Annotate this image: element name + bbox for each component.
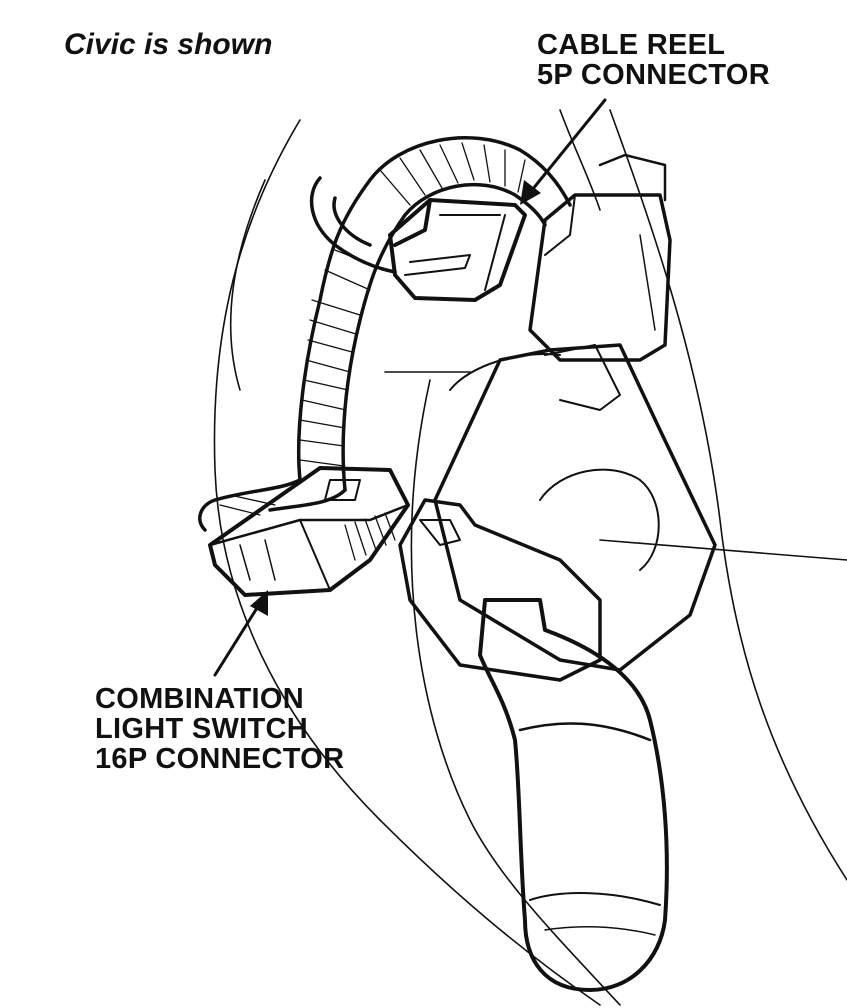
cable-reel-arrowhead (520, 180, 541, 205)
switch-housing (433, 343, 717, 672)
combination-switch-label-line-1: COMBINATION (95, 683, 304, 715)
cable-reel-label-line-1: CABLE REEL (537, 29, 726, 61)
light-switch-stalk (478, 598, 669, 992)
column-cover (213, 109, 847, 1006)
switch-lower-module (398, 498, 602, 682)
combination-switch-label-line-3: 16P CONNECTOR (95, 743, 345, 775)
wiring-harness (198, 136, 572, 532)
combination-switch-label: COMBINATION LIGHT SWITCH 16P CONNECTOR (95, 684, 344, 774)
combination-switch-label-line-2: LIGHT SWITCH (95, 713, 309, 745)
cable-reel-connector (388, 198, 527, 302)
combination-switch-connector (208, 466, 410, 597)
combination-switch-arrow (213, 598, 264, 677)
diagram-caption: Civic is shown (64, 28, 273, 61)
cable-reel-label-line-2: 5P CONNECTOR (537, 59, 770, 91)
harness-ribbing (219, 142, 526, 516)
cable-reel-label: CABLE REEL 5P CONNECTOR (537, 30, 770, 90)
cable-reel-arrow (526, 98, 607, 197)
combination-switch-arrowhead (250, 590, 268, 616)
switch-assembly-upper (528, 153, 672, 362)
